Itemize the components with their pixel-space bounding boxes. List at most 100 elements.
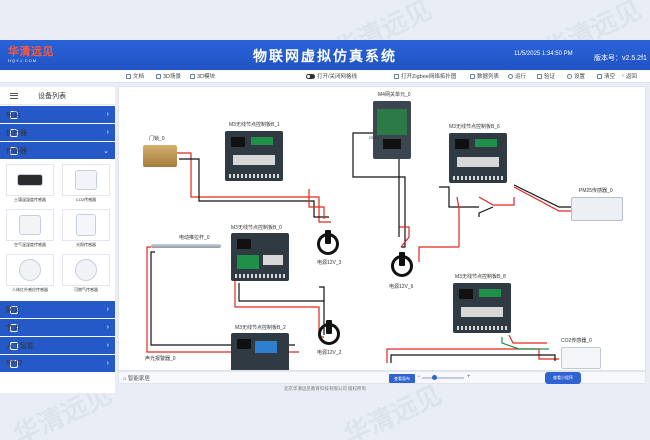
power-6-label: 电源12V_6 <box>389 284 414 290</box>
scene-name: ⌂ 智能家居 <box>123 376 150 382</box>
zoom-out-icon[interactable]: − <box>417 374 421 380</box>
chevron-right-icon: › <box>106 360 109 367</box>
rfid-icon <box>10 359 18 368</box>
node-board-8[interactable] <box>453 283 511 333</box>
actuator-icon <box>10 128 18 137</box>
play-icon <box>508 73 513 79</box>
zigbee-topology-button[interactable]: 打开Zigbee网络拓扑图 <box>394 72 456 80</box>
sensor-item-light[interactable]: 光照传感器 <box>62 209 110 251</box>
document-icon <box>126 73 131 79</box>
chevron-down-icon: ⌄ <box>103 147 109 155</box>
ai-icon <box>10 341 18 350</box>
sidebar-title: 设备列表 <box>38 92 66 100</box>
co2-sensor-device[interactable] <box>561 347 601 369</box>
power-supply-3[interactable] <box>317 230 339 255</box>
clock: 11/5/2025 1:34:50 PM <box>514 51 573 57</box>
docs-button[interactable]: 文档 <box>126 72 144 80</box>
sensor-item-co2[interactable]: CO2传感器 <box>62 164 110 206</box>
device-sidebar: 设备列表 电源› 执行器› 传感器⌄ 土壤温湿度传感器 CO2传感器 空气温湿度… <box>0 87 115 393</box>
chevron-right-icon: › <box>106 324 109 331</box>
back-button[interactable]: ‹返回 <box>622 73 637 80</box>
power-2-label: 电源12V_2 <box>317 350 342 356</box>
mini-program-button[interactable]: 查看小程序 <box>545 372 581 384</box>
chevron-right-icon: › <box>106 129 109 136</box>
scene-3d-button[interactable]: 3D场景 <box>156 72 181 80</box>
m4-gateway-label: M4网关单元_0 <box>378 92 411 98</box>
node-board-6[interactable] <box>449 133 507 183</box>
cube-icon <box>156 73 161 79</box>
app-header: 华清远见 HQYJ.COM 物联网虚拟仿真系统 11/5/2025 1:34:5… <box>0 40 650 70</box>
board-0-label: M3无线节点控制板B_0 <box>231 225 282 231</box>
zoom-slider[interactable] <box>422 375 464 380</box>
category-actuator[interactable]: 执行器› <box>0 124 115 141</box>
gas-sensor-image <box>75 259 97 281</box>
version-label: 版本号：v2.5.2f1 <box>594 55 647 62</box>
list-icon <box>470 73 475 79</box>
push-rod-label: 电动推拉杆_0 <box>179 235 210 241</box>
pir-sensor-image <box>19 259 41 281</box>
clear-button[interactable]: 清空 <box>597 72 615 80</box>
board-6-label: M3无线节点控制板B_6 <box>449 124 500 130</box>
home-icon: ⌂ <box>123 376 127 382</box>
gnd-label: GND <box>369 135 378 140</box>
category-rfid[interactable]: RFID› <box>0 355 115 372</box>
data-list-button[interactable]: 数据列表 <box>470 72 499 80</box>
board-8-label: M3无线节点控制板B_8 <box>455 274 506 280</box>
m4-gateway-device[interactable] <box>373 101 411 159</box>
menu-icon[interactable] <box>10 91 18 100</box>
grid-toggle[interactable]: 打开/关闭网格线 <box>306 72 357 80</box>
node-board-0[interactable] <box>231 233 289 281</box>
power-supply-6[interactable] <box>391 252 413 277</box>
toggle-icon <box>306 73 315 79</box>
category-gateway[interactable]: 网关› <box>0 301 115 318</box>
chevron-right-icon: › <box>106 111 109 118</box>
category-node[interactable]: 节点› <box>0 319 115 336</box>
alarm-label: 声光报警器_0 <box>145 356 176 362</box>
copyright-footer: 北京华清远见教育科技有限公司 版权所有 <box>283 386 367 391</box>
co2-label: CO2传感器_0 <box>561 338 592 344</box>
node-board-2[interactable] <box>231 333 289 370</box>
trash-icon <box>597 73 602 79</box>
co2-sensor-image <box>75 170 97 190</box>
sensor-item-pir[interactable]: 人体红外感应传感器 <box>6 254 54 296</box>
zoom-in-icon[interactable]: + <box>467 374 471 380</box>
topology-icon <box>394 73 399 79</box>
view-layout-button[interactable]: 查看面布 <box>389 374 415 383</box>
sensor-icon <box>10 146 18 155</box>
verify-button[interactable]: 验证 <box>537 72 555 80</box>
gear-icon <box>567 73 572 79</box>
power-icon <box>10 110 18 119</box>
category-sensor[interactable]: 传感器⌄ <box>0 142 115 159</box>
door-lock-label: 门锁_0 <box>149 136 165 142</box>
board-1-label: M3无线节点控制板B_1 <box>229 122 280 128</box>
sensor-item-air[interactable]: 空气温湿度传感器 <box>6 209 54 251</box>
door-lock-device[interactable] <box>143 145 177 167</box>
back-arrow-icon: ‹ <box>622 73 624 79</box>
sensor-item-soil[interactable]: 土壤温湿度传感器 <box>6 164 54 206</box>
sensor-item-gas[interactable]: 可燃气传感器 <box>62 254 110 296</box>
chevron-right-icon: › <box>106 342 109 349</box>
pm25-label: PM25传感器_0 <box>579 188 613 194</box>
canvas-statusbar: ⌂ 智能家居 查看面布 − + 查看小程序 <box>118 371 646 384</box>
module-3d-button[interactable]: 3D模块 <box>190 72 215 80</box>
brand-logo: 华清远见 HQYJ.COM <box>8 46 54 64</box>
light-sensor-image <box>76 214 96 236</box>
wiring-canvas[interactable]: 门锁_0 M3无线节点控制板B_1 M4网关单元_0 GND M3无线节点控制板… <box>118 86 646 371</box>
cube-icon <box>190 73 195 79</box>
app-title: 物联网虚拟仿真系统 <box>253 48 397 64</box>
settings-button[interactable]: 设置 <box>567 72 585 80</box>
node-board-1[interactable] <box>225 131 283 181</box>
node-icon <box>10 323 18 332</box>
category-ai[interactable]: 人工智能› <box>0 337 115 354</box>
power-supply-2[interactable] <box>318 320 340 345</box>
power-3-label: 电源12V_3 <box>317 260 342 266</box>
pm25-sensor-device[interactable] <box>571 197 623 221</box>
gateway-icon <box>10 305 18 314</box>
category-power[interactable]: 电源› <box>0 106 115 123</box>
push-rod-device[interactable] <box>151 244 221 248</box>
run-button[interactable]: 运行 <box>508 72 526 80</box>
sensor-grid: 土壤温湿度传感器 CO2传感器 空气温湿度传感器 光照传感器 人体红外感应传感器… <box>0 159 115 301</box>
chevron-right-icon: › <box>106 306 109 313</box>
air-sensor-image <box>19 215 41 235</box>
